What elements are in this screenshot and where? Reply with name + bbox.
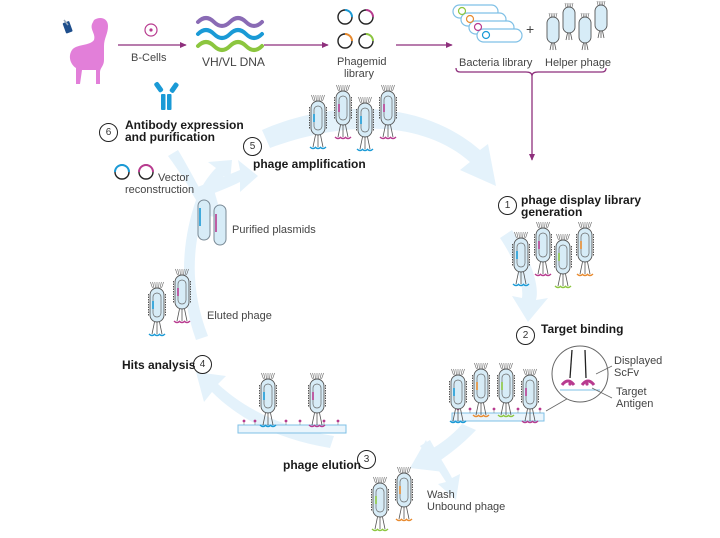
phage bbox=[554, 233, 572, 289]
step-4-number: 4 bbox=[193, 355, 212, 374]
step-6-label-2: and purification bbox=[125, 130, 215, 144]
antigen bbox=[492, 407, 496, 411]
antigen bbox=[516, 407, 520, 411]
phage bbox=[497, 362, 515, 418]
eluted-phage-label: Eluted phage bbox=[207, 310, 272, 322]
antigen bbox=[242, 419, 246, 423]
phage bbox=[148, 281, 166, 337]
antigen bbox=[336, 419, 340, 423]
plus-sign: + bbox=[526, 21, 535, 37]
antigen bbox=[298, 419, 302, 423]
cycle-arrow-6-to-5 bbox=[168, 150, 222, 218]
dna-waves-icon bbox=[196, 16, 264, 52]
phage bbox=[512, 231, 530, 287]
phage bbox=[576, 221, 594, 277]
antigen bbox=[322, 419, 326, 423]
phage bbox=[449, 368, 467, 424]
target-antigen-label-1: Target bbox=[616, 386, 647, 398]
elution-plate bbox=[237, 424, 347, 434]
phage bbox=[308, 372, 326, 428]
llama-icon bbox=[62, 18, 108, 84]
step-6-number: 6 bbox=[99, 123, 118, 142]
cycle-arrow-5-to-1 bbox=[262, 108, 496, 186]
step-5-label: phage amplification bbox=[253, 157, 366, 171]
phage bbox=[259, 372, 277, 428]
helper-phage bbox=[594, 0, 608, 39]
antibody-icon bbox=[154, 81, 179, 110]
target-antigen-label-2: Antigen bbox=[616, 398, 654, 410]
helper-phage-icon bbox=[546, 0, 608, 51]
step-1-number: 1 bbox=[498, 196, 517, 215]
step-2-number: 2 bbox=[516, 326, 535, 345]
phage bbox=[309, 94, 327, 150]
b-cells-label: B-Cells bbox=[131, 52, 167, 64]
helper-phage bbox=[578, 12, 592, 51]
step-1-label-1: phage display library bbox=[521, 193, 642, 207]
bacteria-library-label: Bacteria library bbox=[459, 57, 533, 69]
phagemid-library-icon bbox=[337, 9, 374, 49]
phage bbox=[334, 84, 352, 140]
phage bbox=[472, 362, 490, 418]
step-4-label: Hits analysis bbox=[122, 358, 196, 372]
phage bbox=[371, 476, 389, 532]
binding-plate bbox=[451, 412, 545, 422]
dna-label: VH/VL DNA bbox=[202, 55, 265, 69]
step-6-label-1: Antibody expression bbox=[125, 118, 244, 132]
wash-label-1: Wash bbox=[427, 489, 455, 501]
helper-phage bbox=[562, 2, 576, 41]
phage-particles bbox=[148, 84, 594, 532]
antigen bbox=[253, 419, 257, 423]
antigen bbox=[468, 407, 472, 411]
phage bbox=[521, 368, 539, 424]
bacteria-library-icon bbox=[452, 4, 523, 43]
displayed-scfv-label-2: ScFv bbox=[614, 367, 640, 379]
phage bbox=[395, 466, 413, 522]
phagemid-label-2: library bbox=[344, 68, 374, 80]
phage bbox=[173, 268, 191, 324]
zoom-detail-circle bbox=[545, 345, 613, 412]
antigen bbox=[538, 407, 542, 411]
cycle-arrow-2-to-3 bbox=[410, 424, 476, 472]
phage bbox=[356, 96, 374, 152]
helper-phage-label: Helper phage bbox=[545, 57, 612, 69]
purified-plasmids-icon bbox=[197, 199, 227, 246]
phagemid-label-1: Phagemid bbox=[337, 56, 387, 68]
step-2-label: Target binding bbox=[541, 322, 624, 336]
phage bbox=[534, 221, 552, 277]
displayed-scfv-label-1: Displayed bbox=[614, 355, 663, 367]
step-3-label: phage elution bbox=[283, 458, 361, 472]
purified-plasmids-label: Purified plasmids bbox=[232, 224, 316, 236]
cycle-arrow-4-to-6 bbox=[183, 160, 232, 340]
vector-label-1: Vector bbox=[158, 172, 190, 184]
cycle-arrow-wash bbox=[420, 440, 460, 500]
cycle-arrow-into-5 bbox=[190, 160, 258, 200]
vector-label-2: reconstruction bbox=[125, 184, 195, 196]
step-1-label-2: generation bbox=[521, 205, 583, 219]
helper-phage bbox=[546, 12, 560, 51]
step-3-number: 3 bbox=[357, 450, 376, 469]
vector-reconstruction-icon bbox=[114, 164, 154, 180]
phage bbox=[379, 84, 397, 140]
step-5-number: 5 bbox=[243, 137, 262, 156]
wash-label-2: Unbound phage bbox=[427, 501, 506, 513]
antigen bbox=[284, 419, 288, 423]
b-cell-icon bbox=[144, 23, 158, 37]
